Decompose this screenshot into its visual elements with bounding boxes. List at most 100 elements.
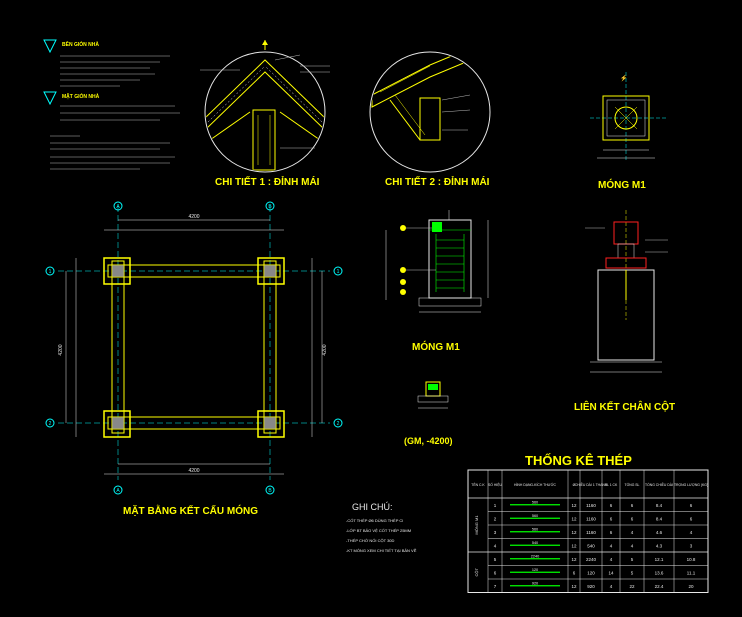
- table-header-cell: SL 1 CK: [605, 483, 618, 487]
- rebar-length-label: 120: [532, 568, 538, 572]
- level-marker-icon: [43, 91, 57, 106]
- table-cell: 1160: [586, 516, 596, 521]
- table-cell: 6: [690, 516, 693, 521]
- table-cell: 120: [587, 570, 595, 575]
- axis-bubble-A-bottom: [113, 485, 123, 495]
- table-cell: 4: [610, 584, 613, 589]
- table-cell: 1160: [586, 530, 596, 535]
- table-cell: 1160: [586, 503, 596, 508]
- table-header-cell: SỐ HIỆU: [488, 482, 502, 487]
- gm-section-title: (GM, -4200): [404, 436, 453, 446]
- table-group-name: MÓNG M1: [474, 515, 479, 535]
- footing-A1: [103, 257, 131, 285]
- dim-top: 4200: [188, 214, 199, 220]
- notes-block: GHI CHÚ: -CỐT THÉP Ø6 DÙNG THÉP CI -LỚP …: [346, 502, 417, 553]
- table-cell: 6: [631, 516, 634, 521]
- level-marker-icon: [43, 39, 57, 54]
- table-frame: [467, 469, 709, 593]
- table-cell: 4: [494, 543, 497, 548]
- table-cell: 10.8: [687, 557, 696, 562]
- steel-table-title: THỐNG KÊ THÉP: [525, 453, 632, 468]
- top-note-1: BÊN GIÓN NHÀ: [62, 40, 99, 48]
- rebar-length-label: 540: [532, 541, 538, 545]
- lien-ket-title: LIÊN KẾT CHÂN CỘT: [574, 400, 675, 413]
- axis-label: 2: [49, 421, 52, 427]
- axis-label: A: [116, 488, 120, 494]
- table-cell: 6: [494, 570, 497, 575]
- axis-bubble-2-left: [45, 418, 55, 428]
- table-header-cell: TỔNG CHIỀU DÀI: [645, 482, 673, 487]
- table-group-name: CỘT: [474, 567, 479, 576]
- table-cell: 12: [571, 584, 577, 589]
- dim-right: 4200: [322, 344, 328, 355]
- table-cell: 22.4: [655, 584, 664, 589]
- foundation-plan: A B A B 1 2 1 2 4200 4200 4200 4200: [45, 201, 343, 517]
- rebar-length-label: 560: [532, 527, 538, 531]
- note-3: -THÉP CHỜ NỐI CỘT 30D: [346, 538, 395, 543]
- table-cell: 2: [494, 516, 497, 521]
- table-cell: 12: [571, 543, 577, 548]
- axis-label: B: [268, 488, 272, 494]
- top-notes: BÊN GIÓN NHÀ MẶT GIÓN NHÀ: [43, 39, 180, 170]
- footing-A2: [103, 410, 131, 438]
- table-cell: 13.6: [655, 570, 664, 575]
- table-cell: 3: [690, 543, 693, 548]
- table-cell: 6: [610, 530, 613, 535]
- detail-2-roof-ridge: CHI TIẾT 2 : ĐỈNH MÁI: [369, 51, 491, 188]
- plan-title: MẶT BẰNG KẾT CẤU MÓNG: [123, 504, 258, 517]
- table-cell: 8.4: [656, 503, 663, 508]
- table-cell: 5: [494, 557, 497, 562]
- table-cell: 5: [631, 570, 634, 575]
- table-cell: 12: [571, 516, 577, 521]
- table-cell: 6: [573, 570, 576, 575]
- axis-label: 1: [337, 269, 340, 275]
- table-cell: 4: [610, 543, 613, 548]
- axis-label: 1: [49, 269, 52, 275]
- mong-m1-section-title: MÓNG M1: [412, 340, 460, 353]
- note-4: -KT MÓNG XEM CHI TIẾT TẠI BẢN VẼ: [346, 548, 417, 553]
- rebar-length-label: 560: [532, 514, 538, 518]
- table-cell: 11.1: [687, 570, 696, 575]
- note-1: -CỐT THÉP Ø6 DÙNG THÉP CI: [346, 518, 403, 523]
- table-header-cell: TRỌNG LƯỢNG (KG): [674, 483, 708, 487]
- table-cell: 6: [690, 503, 693, 508]
- table-cell: 540: [587, 543, 595, 548]
- table-cell: 4: [631, 530, 634, 535]
- table-cell: 3: [494, 530, 497, 535]
- rebar-length-label: 560: [532, 500, 538, 504]
- table-cell: 920: [587, 584, 595, 589]
- notes-heading: GHI CHÚ:: [352, 502, 393, 512]
- table-header-cell: Ø: [573, 483, 576, 487]
- svg-text:⚡: ⚡: [620, 74, 627, 82]
- table-cell: 5: [631, 557, 634, 562]
- table-header-cell: TÊN C.K: [471, 482, 485, 487]
- rebar-length-label: 2240: [531, 554, 539, 558]
- column-base-connection: LIÊN KẾT CHÂN CỘT: [574, 210, 675, 413]
- table-cell: 8.4: [656, 516, 663, 521]
- axis-bubble-1-left: [45, 266, 55, 276]
- table-cell: 2240: [586, 557, 597, 562]
- dim-bottom: 4200: [188, 468, 199, 474]
- mong-m1-top-title: MÓNG M1: [598, 178, 646, 191]
- footing-B1: [257, 257, 285, 285]
- detail-1-roof-ridge: CHI TIẾT 1 : ĐỈNH MÁI: [200, 40, 330, 188]
- table-cell: 4.6: [656, 530, 663, 535]
- footing-B2: [257, 410, 285, 438]
- axis-label: B: [268, 204, 272, 210]
- table-header-cell: CHIỀU DÀI 1 THANH: [575, 482, 608, 487]
- table-cell: 6: [631, 503, 634, 508]
- axis-bubble-1-right: [333, 266, 343, 276]
- top-note-2: MẶT GIÓN NHÀ: [62, 92, 100, 100]
- mong-m1-section: MÓNG M1: [385, 210, 489, 353]
- detail1-title: CHI TIẾT 1 : ĐỈNH MÁI: [215, 175, 320, 188]
- axis-bubble-A-top: [113, 201, 123, 211]
- table-cell: 20: [688, 584, 694, 589]
- table-cell: 12: [571, 530, 577, 535]
- table-cell: 4: [610, 557, 613, 562]
- rebar-length-label: 920: [532, 581, 538, 585]
- table-cell: 4: [690, 530, 693, 535]
- table-cell: 1: [494, 503, 497, 508]
